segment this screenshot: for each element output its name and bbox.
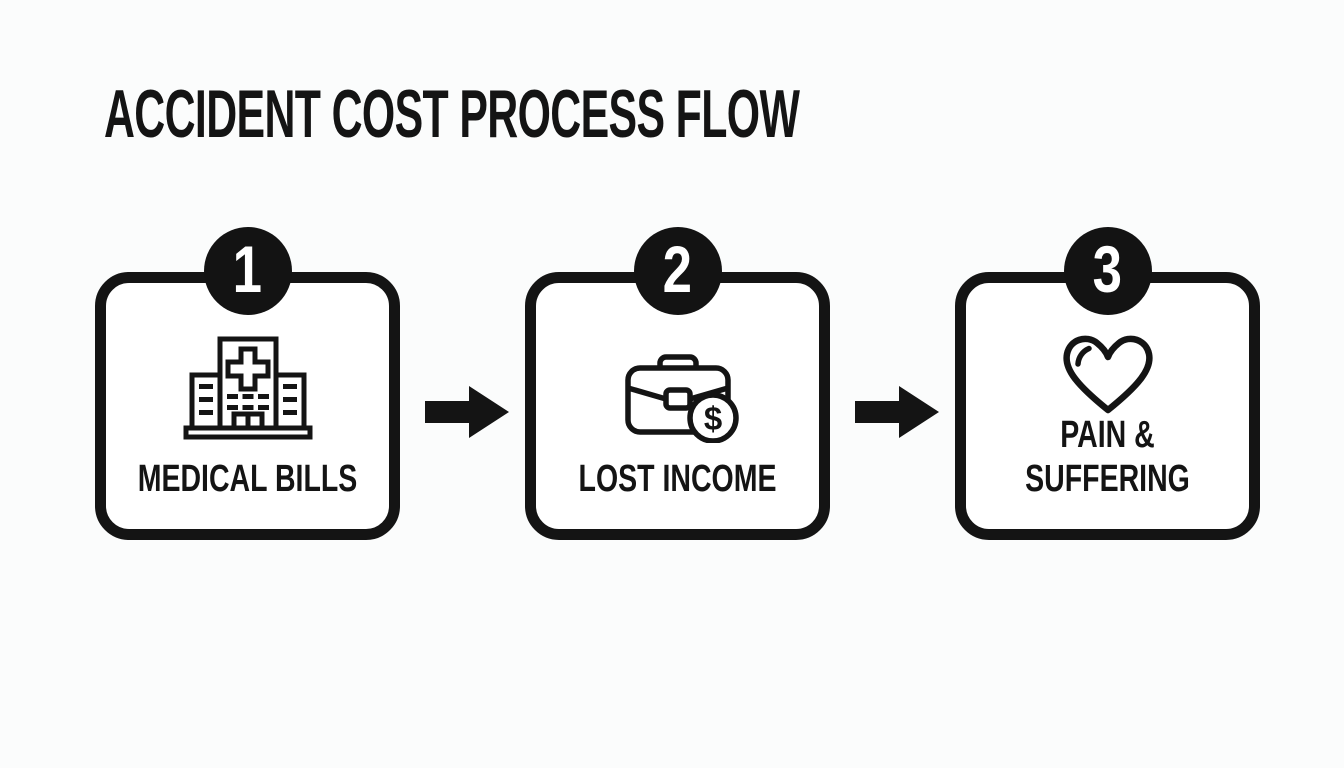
step-number-badge: 2 (633, 227, 722, 315)
step-box-medical-bills: 1 (95, 227, 400, 540)
arrow-right-icon (425, 384, 511, 440)
heart-icon (1056, 327, 1160, 419)
step-label: PAIN & SUFFERING (1025, 413, 1190, 500)
step-number-badge: 1 (203, 227, 292, 315)
page-title: ACCIDENT COST PROCESS FLOW (104, 76, 800, 152)
arrow-right-icon (855, 384, 941, 440)
step-label: MEDICAL BILLS (137, 457, 358, 500)
step-box-pain-suffering: 3 PAIN & SUFFERING (955, 227, 1260, 540)
step-number: 1 (232, 232, 263, 306)
step-label: LOST INCOME (578, 457, 777, 500)
dollar-symbol: $ (703, 400, 721, 437)
step-box-lost-income: 2 $ LOST INCOME (525, 227, 830, 540)
step-number: 2 (662, 232, 693, 306)
step-number: 3 (1092, 232, 1123, 306)
briefcase-dollar-icon: $ (616, 339, 740, 443)
step-number-badge: 3 (1063, 227, 1152, 315)
hospital-icon (178, 327, 318, 442)
